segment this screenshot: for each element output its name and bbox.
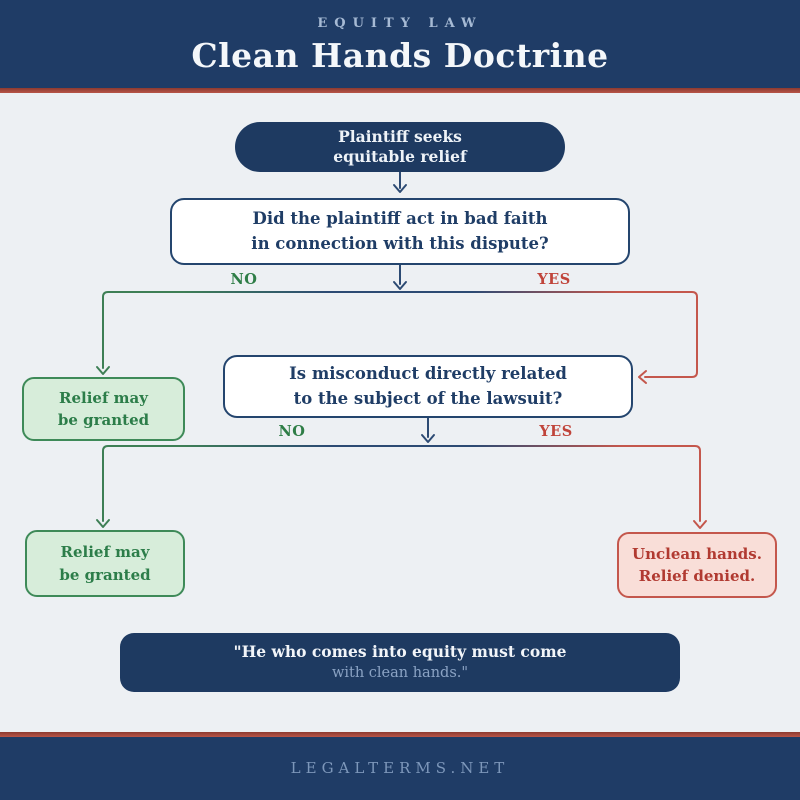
branch1-yes-label: YES bbox=[537, 271, 571, 288]
arrow-down-icon bbox=[693, 520, 707, 529]
question1-line1: Did the plaintiff act in bad faith bbox=[252, 208, 548, 228]
branch2-yes-label: YES bbox=[539, 423, 573, 440]
arrow-down-icon bbox=[393, 281, 407, 290]
node-start-line2: equitable relief bbox=[333, 147, 467, 166]
outcome3-line2: Relief denied. bbox=[638, 567, 756, 585]
header-band bbox=[0, 0, 800, 88]
outcome2-line2: be granted bbox=[59, 565, 151, 584]
arrow-down-icon bbox=[393, 184, 407, 193]
maxim-quote-box: "He who comes into equity must come with… bbox=[120, 633, 680, 692]
footer-red-divider bbox=[0, 732, 800, 737]
page-title: Clean Hands Doctrine bbox=[191, 36, 609, 75]
footer-band bbox=[0, 737, 800, 800]
question2-line1: Is misconduct directly related bbox=[289, 363, 567, 383]
question2-line2: to the subject of the lawsuit? bbox=[293, 388, 563, 408]
arrow-down-icon bbox=[421, 434, 435, 443]
header-red-divider bbox=[0, 88, 800, 93]
branch2-no-label: NO bbox=[278, 423, 306, 440]
outcome3-line1: Unclean hands. bbox=[632, 544, 762, 563]
arrow-down-icon bbox=[96, 366, 110, 375]
node-outcome-relief-granted-1: Relief may be granted bbox=[22, 377, 185, 441]
arrow-down-icon bbox=[96, 519, 110, 528]
quote-line1: "He who comes into equity must come bbox=[233, 642, 567, 661]
outcome1-line2: be granted bbox=[57, 411, 150, 429]
node-start-line1: Plaintiff seeks bbox=[338, 126, 462, 146]
branch1-no-label: NO bbox=[230, 271, 258, 288]
node-start: Plaintiff seeks equitable relief bbox=[235, 122, 565, 172]
arrow-left-icon bbox=[638, 370, 647, 384]
node-outcome-relief-granted-2: Relief may be granted bbox=[25, 530, 185, 597]
connector-branch2 bbox=[102, 445, 701, 522]
quote-line2: with clean hands." bbox=[331, 665, 469, 682]
header-kicker: EQUITY LAW bbox=[317, 16, 483, 31]
question1-line2: in connection with this dispute? bbox=[251, 233, 549, 253]
node-question-misconduct-related: Is misconduct directly related to the su… bbox=[223, 355, 633, 418]
node-outcome-relief-denied: Unclean hands. Relief denied. bbox=[617, 532, 777, 598]
outcome1-line1: Relief may bbox=[59, 388, 148, 407]
footer-site-name: LEGALTERMS.NET bbox=[290, 759, 510, 777]
outcome2-line1: Relief may bbox=[60, 543, 150, 561]
node-question-bad-faith: Did the plaintiff act in bad faith in co… bbox=[170, 198, 630, 265]
